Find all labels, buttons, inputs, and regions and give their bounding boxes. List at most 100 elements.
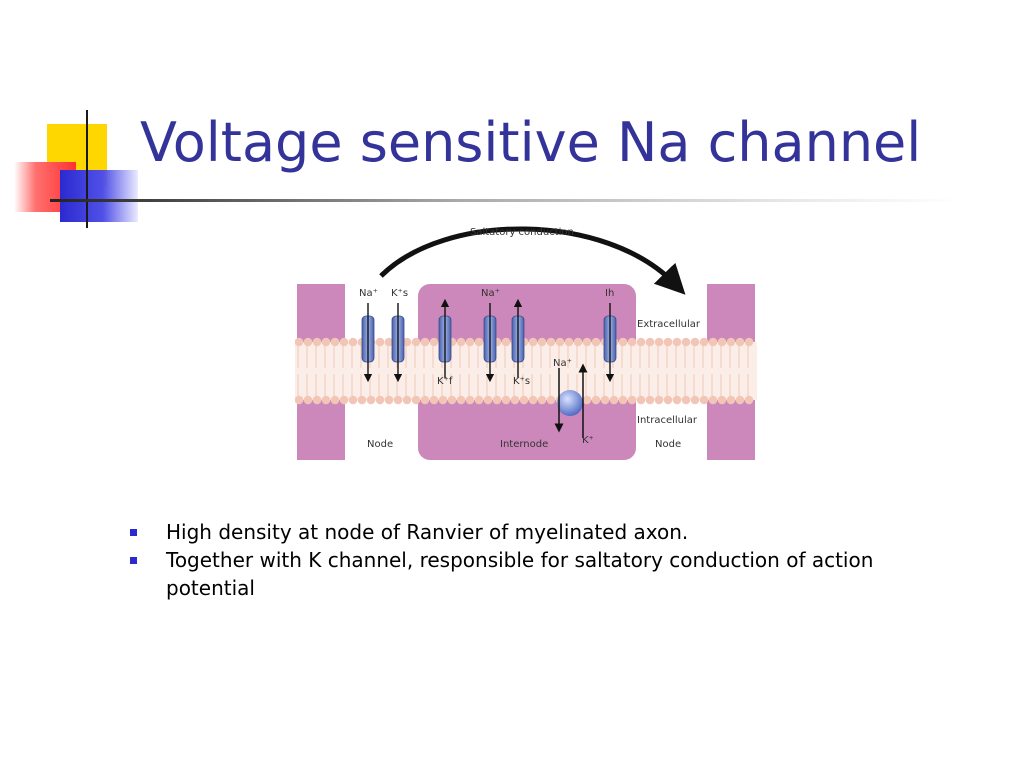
lipid-head <box>295 337 304 347</box>
bullet-text: High density at node of Ranvier of myeli… <box>166 520 689 544</box>
lipid-head <box>636 395 646 405</box>
saltatory-conduction-figure: Saltatory conduction Na⁺ K⁺s Na⁺ Ih K⁺f … <box>295 218 757 464</box>
lipid-head <box>456 395 466 405</box>
square-bullet-icon <box>130 529 137 536</box>
lipid-head <box>312 395 322 405</box>
label-ks-left: K⁺s <box>391 288 408 299</box>
lipid-head <box>411 337 421 347</box>
label-na-mid: Na⁺ <box>481 288 500 299</box>
lipid-head <box>483 395 493 405</box>
label-ks-mid: K⁺s <box>513 376 530 387</box>
lipid-head <box>501 395 511 405</box>
lipid-head <box>744 395 754 405</box>
lipid-head <box>339 337 349 347</box>
decorative-blue-square <box>60 170 138 222</box>
membrane-diagram: Saltatory conduction Na⁺ K⁺s Na⁺ Ih K⁺f … <box>295 226 757 460</box>
title-underline <box>50 199 960 202</box>
lipid-head <box>456 337 466 347</box>
lipid-head <box>591 337 601 347</box>
lipid-head <box>528 337 538 347</box>
lipid-head <box>411 395 421 405</box>
lipid-head <box>672 337 682 347</box>
lipid-head <box>708 337 718 347</box>
lipid-head <box>348 337 358 347</box>
lipid-head <box>303 337 313 347</box>
square-bullet-icon <box>130 557 137 564</box>
lipid-head <box>474 395 484 405</box>
lipid-head <box>330 395 340 405</box>
bullet-text: Together with K channel, responsible for… <box>166 548 874 600</box>
lipid-head <box>690 395 700 405</box>
label-na-pump: Na⁺ <box>553 358 572 369</box>
lipid-head <box>735 395 745 405</box>
label-node-left: Node <box>367 439 393 450</box>
saltatory-arrow <box>379 226 686 295</box>
lipid-head <box>312 337 322 347</box>
lipid-head <box>717 395 727 405</box>
lipid-head <box>429 337 439 347</box>
lipid-head <box>420 337 430 347</box>
lipid-head <box>384 337 394 347</box>
arrow-label: Saltatory conduction <box>470 227 574 238</box>
lipid-head <box>366 395 376 405</box>
lipid-head <box>402 337 412 347</box>
lipid-head <box>645 337 655 347</box>
lipid-head <box>672 395 682 405</box>
lipid-head <box>609 395 619 405</box>
lipid-head <box>510 395 520 405</box>
lipid-head <box>528 395 538 405</box>
lipid-head <box>357 395 367 405</box>
lipid-head <box>636 337 646 347</box>
lipid-head <box>537 395 547 405</box>
lipid-head <box>618 337 628 347</box>
lipid-head <box>681 395 691 405</box>
lipid-head <box>735 337 745 347</box>
lipid-head <box>375 395 385 405</box>
lipid-head <box>348 395 358 405</box>
label-internode: Internode <box>500 439 548 450</box>
lipid-head <box>420 395 430 405</box>
lipid-head <box>295 395 304 405</box>
lipid-head <box>546 395 556 405</box>
lipid-head <box>645 395 655 405</box>
lipid-head <box>564 337 574 347</box>
label-k-pump: K⁺ <box>582 435 594 446</box>
lipid-head <box>321 337 331 347</box>
lipid-head <box>519 395 529 405</box>
lipid-head <box>465 395 475 405</box>
lipid-head <box>663 337 673 347</box>
lipid-head <box>447 395 457 405</box>
lipid-head <box>654 337 664 347</box>
decorative-vertical-line <box>86 110 88 228</box>
label-intracellular: Intracellular <box>637 415 698 426</box>
lipid-head <box>591 395 601 405</box>
lipid-head <box>699 395 709 405</box>
lipid-head <box>537 337 547 347</box>
slide-title: Voltage sensitive Na channel <box>140 111 922 174</box>
lipid-head <box>438 395 448 405</box>
lipid-head <box>627 395 637 405</box>
lipid-head <box>492 395 502 405</box>
lipid-head <box>726 337 736 347</box>
lipid-head <box>618 395 628 405</box>
lipid-head <box>690 337 700 347</box>
lipid-head <box>726 395 736 405</box>
label-extracellular: Extracellular <box>637 319 701 330</box>
lipid-head <box>573 337 583 347</box>
lipid-head <box>546 337 556 347</box>
ion-channels <box>361 298 617 383</box>
pump-icon <box>557 390 583 416</box>
bullet-list: High density at node of Ranvier of myeli… <box>128 518 908 602</box>
lipid-head <box>600 395 610 405</box>
bullet-item: High density at node of Ranvier of myeli… <box>128 518 908 546</box>
lipid-head <box>663 395 673 405</box>
lipid-head <box>429 395 439 405</box>
lipid-head <box>375 337 385 347</box>
lipid-head <box>582 395 592 405</box>
lipid-head <box>402 395 412 405</box>
lipid-head <box>303 395 313 405</box>
lipid-head <box>330 337 340 347</box>
lipid-head <box>627 337 637 347</box>
lipid-head <box>654 395 664 405</box>
